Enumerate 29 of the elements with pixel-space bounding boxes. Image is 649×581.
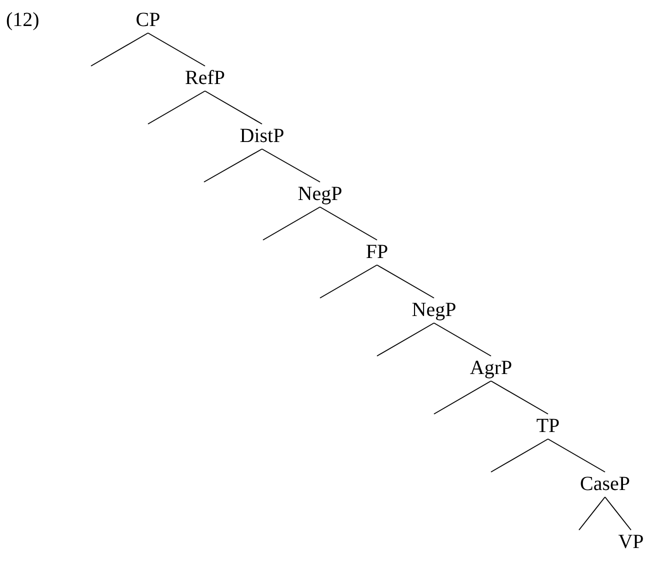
phrase-label: CP (136, 9, 160, 31)
tree-branch (262, 148, 320, 182)
phrase-label: RefP (185, 67, 225, 89)
tree-branch (148, 90, 206, 124)
phrase-label: DistP (240, 125, 284, 147)
tree-branch (578, 496, 606, 530)
tree-branch (548, 438, 606, 472)
phrase-label: FP (366, 241, 388, 263)
tree-branch (204, 90, 262, 124)
tree-branch (204, 148, 262, 182)
tree-branch (490, 380, 548, 414)
example-number: (12) (6, 9, 40, 31)
tree-branch (490, 438, 548, 472)
tree-branch (434, 322, 492, 356)
phrase-label: NegP (412, 299, 456, 321)
tree-branch (320, 206, 378, 240)
tree-branch (376, 264, 434, 298)
tree-branch (320, 264, 378, 298)
tree-branch (90, 32, 148, 66)
tree-branch (262, 206, 320, 240)
phrase-label: CaseP (580, 473, 630, 495)
phrase-label: VP (618, 531, 644, 553)
tree-branch (434, 380, 492, 414)
tree-branch (376, 322, 434, 356)
phrase-label: NegP (298, 183, 342, 205)
tree-branch (148, 32, 206, 66)
tree-branch (604, 496, 632, 530)
phrase-label: AgrP (470, 357, 512, 379)
phrase-label: TP (536, 415, 560, 437)
